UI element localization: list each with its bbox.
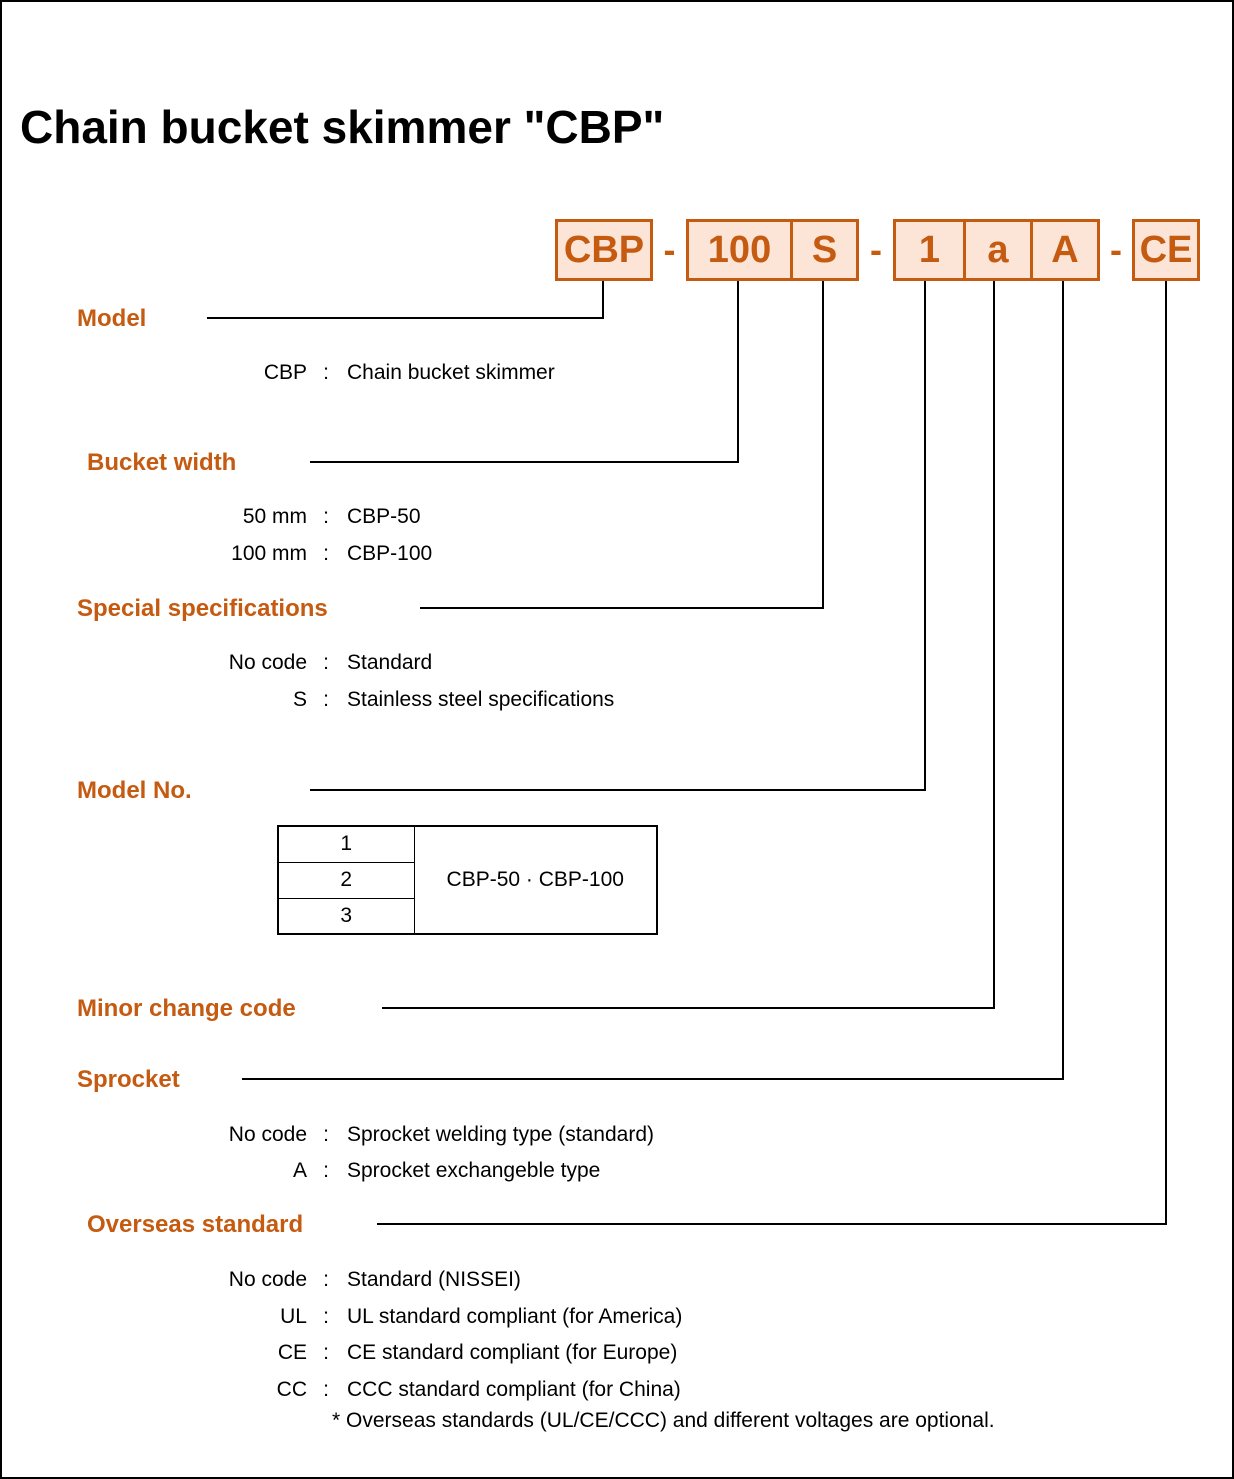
connector-hline-sprocket xyxy=(242,1078,1064,1080)
entry-bucket-width-50: 50 mm : CBP-50 xyxy=(2,503,1232,530)
entry-sprocket-a: A : Sprocket exchangeble type xyxy=(2,1157,1232,1184)
entry-code: 50 mm xyxy=(242,505,307,528)
entry-special-s: S : Stainless steel specifications xyxy=(2,686,1232,713)
code-separator-1: - xyxy=(663,229,676,270)
section-label-model-no: Model No. xyxy=(77,776,192,804)
entry-code: No code xyxy=(228,651,307,674)
entry-desc: Stainless steel specifications xyxy=(347,688,615,711)
model-no-cell-1: 1 xyxy=(277,825,415,863)
entry-colon: : xyxy=(323,688,329,711)
entry-desc: Standard xyxy=(347,651,433,674)
code-cell-s: S xyxy=(790,222,856,278)
connector-hline-bucket-width xyxy=(310,461,739,463)
code-separator-2: - xyxy=(870,229,882,270)
entry-desc: CBP-50 xyxy=(347,505,421,528)
entry-code: A xyxy=(292,1159,307,1182)
section-label-overseas-standard: Overseas standard xyxy=(87,1210,304,1238)
entry-overseas-nocode: No code : Standard (NISSEI) xyxy=(2,1266,1232,1293)
code-cell-1: 1 xyxy=(918,229,941,271)
entry-model-cbp: CBP : Chain bucket skimmer xyxy=(2,359,1232,386)
entry-overseas-ce: CE : CE standard compliant (for Europe) xyxy=(2,1339,1232,1366)
code-separator-3: - xyxy=(1110,229,1122,270)
code-box-overseas: CE xyxy=(1132,219,1200,281)
entry-code: No code xyxy=(228,1268,307,1291)
connector-hline-overseas-standard xyxy=(377,1223,1167,1225)
entry-overseas-ul: UL : UL standard compliant (for America) xyxy=(2,1303,1232,1330)
section-label-sprocket: Sprocket xyxy=(77,1065,180,1093)
connector-vline-sprocket xyxy=(1062,281,1064,1080)
entry-colon: : xyxy=(323,1159,329,1182)
entry-colon: : xyxy=(323,361,329,384)
table-row: 2 xyxy=(277,861,657,899)
entry-bucket-width-100: 100 mm : CBP-100 xyxy=(2,540,1232,567)
table-row: 3 xyxy=(277,897,657,935)
code-cell-cbp: CBP xyxy=(563,229,645,271)
entry-colon: : xyxy=(323,651,329,674)
model-no-cell-3: 3 xyxy=(277,897,415,935)
code-cell-100: 100 xyxy=(707,229,772,271)
page-title: Chain bucket skimmer "CBP" xyxy=(20,101,665,153)
entry-special-nocode: No code : Standard xyxy=(2,649,1232,676)
entry-desc: Sprocket welding type (standard) xyxy=(347,1123,654,1146)
model-no-cell-2: 2 xyxy=(277,861,415,899)
entry-sprocket-nocode: No code : Sprocket welding type (standar… xyxy=(2,1121,1232,1148)
connector-vline-special-specifications xyxy=(822,281,824,609)
entry-colon: : xyxy=(323,542,329,565)
entry-colon: : xyxy=(323,505,329,528)
connector-vline-model-no xyxy=(924,281,926,791)
code-cell-a-lower: a xyxy=(963,222,1030,278)
model-no-table: 1 CBP-50 · CBP-100 2 3 xyxy=(277,825,658,935)
entry-desc: UL standard compliant (for America) xyxy=(347,1305,683,1328)
entry-overseas-cc: CC : CCC standard compliant (for China) xyxy=(2,1376,1232,1403)
overseas-standard-footnote: * Overseas standards (UL/CE/CCC) and dif… xyxy=(332,1409,995,1432)
connector-hline-model-no xyxy=(310,789,926,791)
entry-desc: Sprocket exchangeble type xyxy=(347,1159,601,1182)
entry-colon: : xyxy=(323,1268,329,1291)
code-box-modelno-minor-sprocket: 1 a A xyxy=(893,219,1100,281)
connector-vline-overseas-standard xyxy=(1165,281,1167,1225)
section-label-special-specifications: Special specifications xyxy=(77,594,328,622)
section-label-model: Model xyxy=(77,304,147,332)
model-no-applies-to-cell: CBP-50 · CBP-100 xyxy=(413,825,658,935)
entry-code: CBP xyxy=(263,361,307,384)
entry-colon: : xyxy=(323,1341,329,1364)
entry-code: UL xyxy=(280,1305,307,1328)
entry-desc: CCC standard compliant (for China) xyxy=(347,1378,681,1401)
entry-desc: CE standard compliant (for Europe) xyxy=(347,1341,678,1364)
code-cell-ce: CE xyxy=(1139,229,1193,271)
entry-colon: : xyxy=(323,1305,329,1328)
entry-desc: Standard (NISSEI) xyxy=(347,1268,521,1291)
table-row: 1 CBP-50 · CBP-100 xyxy=(277,825,658,935)
connector-hline-special-specifications xyxy=(420,607,824,609)
entry-code: No code xyxy=(228,1123,307,1146)
entry-code: CE xyxy=(277,1341,307,1364)
connector-hline-model xyxy=(207,317,604,319)
section-label-bucket-width: Bucket width xyxy=(87,448,237,476)
connector-vline-bucket-width xyxy=(737,281,739,463)
section-label-minor-change-code: Minor change code xyxy=(77,994,296,1022)
entry-colon: : xyxy=(323,1123,329,1146)
entry-code: S xyxy=(292,688,307,711)
connector-hline-minor-change-code xyxy=(382,1007,995,1009)
code-box-width-spec: 100 S xyxy=(686,219,859,281)
entry-code: CC xyxy=(276,1378,307,1401)
entry-code: 100 mm xyxy=(231,542,307,565)
connector-vline-minor-change-code xyxy=(993,281,995,1009)
code-cell-a-upper: A xyxy=(1030,222,1097,278)
entry-colon: : xyxy=(323,1378,329,1401)
entry-desc: Chain bucket skimmer xyxy=(347,361,555,384)
code-box-model: CBP xyxy=(555,219,653,281)
connector-vline-model xyxy=(602,281,604,319)
entry-desc: CBP-100 xyxy=(347,542,433,565)
